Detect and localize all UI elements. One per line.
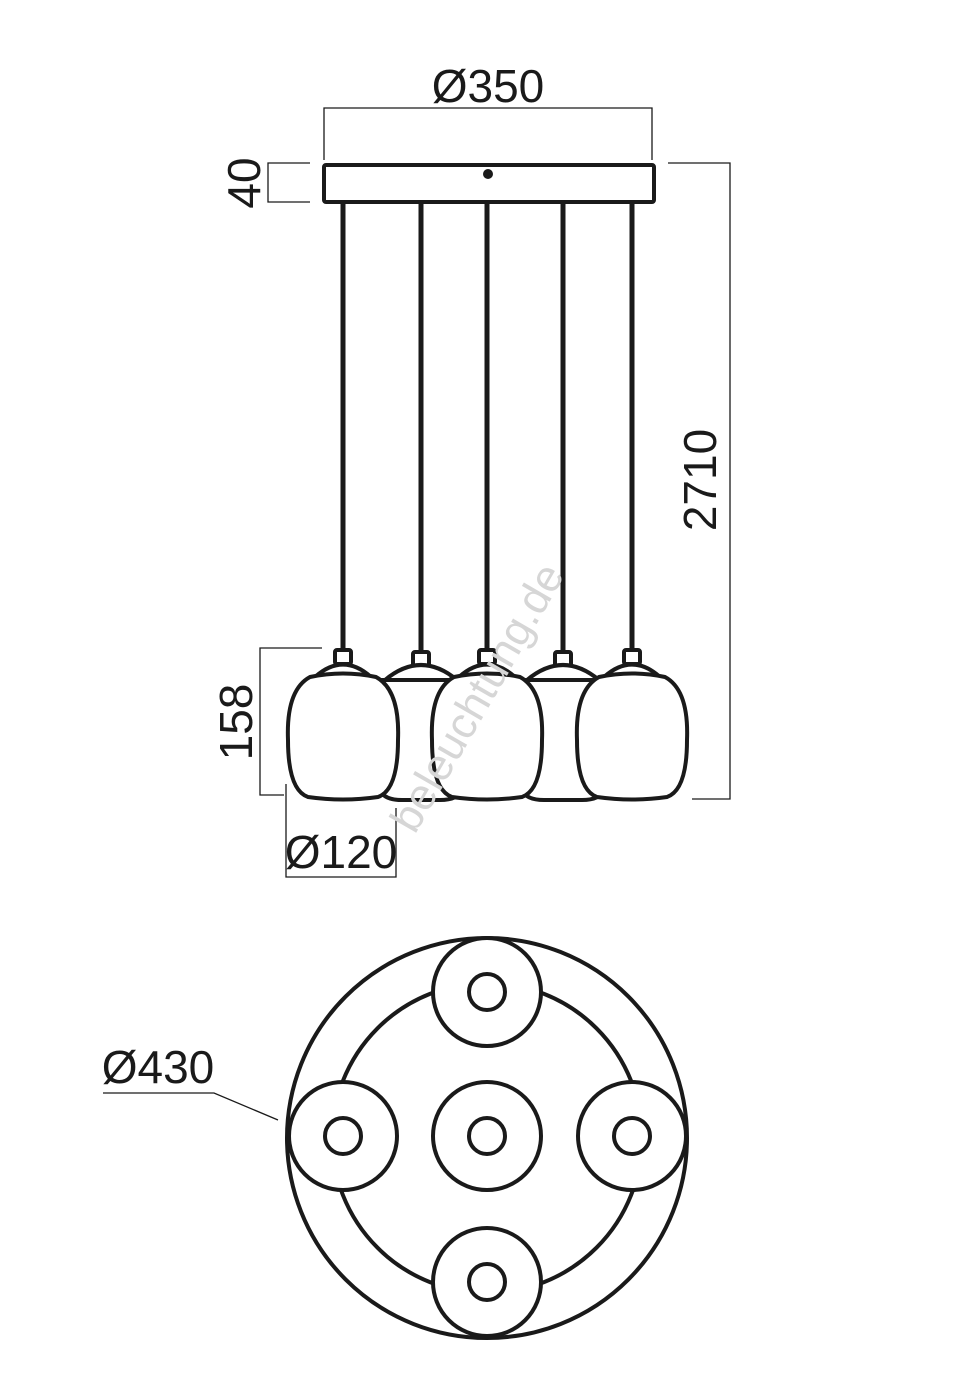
canopy-height-label: 40	[218, 157, 270, 208]
cables	[340, 203, 635, 655]
base-diameter-dimension: Ø430	[102, 1041, 279, 1121]
shade-5	[574, 648, 690, 802]
total-height-label: 2710	[674, 429, 726, 531]
base-diameter-label: Ø430	[102, 1041, 215, 1093]
bottom-view	[285, 936, 689, 1340]
canopy-diameter-label: Ø350	[432, 60, 545, 112]
canopy	[322, 163, 656, 204]
shade-width-dimension: Ø120	[285, 784, 398, 878]
canopy-height-dimension: 40	[218, 157, 310, 209]
shade-diameter-label: Ø120	[285, 826, 398, 878]
front-shades	[285, 648, 690, 802]
shade-height-label: 158	[210, 684, 262, 761]
shade-top-view	[287, 936, 688, 1338]
canopy-width-dimension: Ø350	[323, 60, 653, 160]
total-height-dimension: 2710	[668, 162, 731, 800]
shade-3	[429, 648, 545, 802]
shade-height-dimension: 158	[210, 647, 322, 796]
shade-1	[285, 648, 401, 802]
canopy-screw	[483, 169, 493, 179]
